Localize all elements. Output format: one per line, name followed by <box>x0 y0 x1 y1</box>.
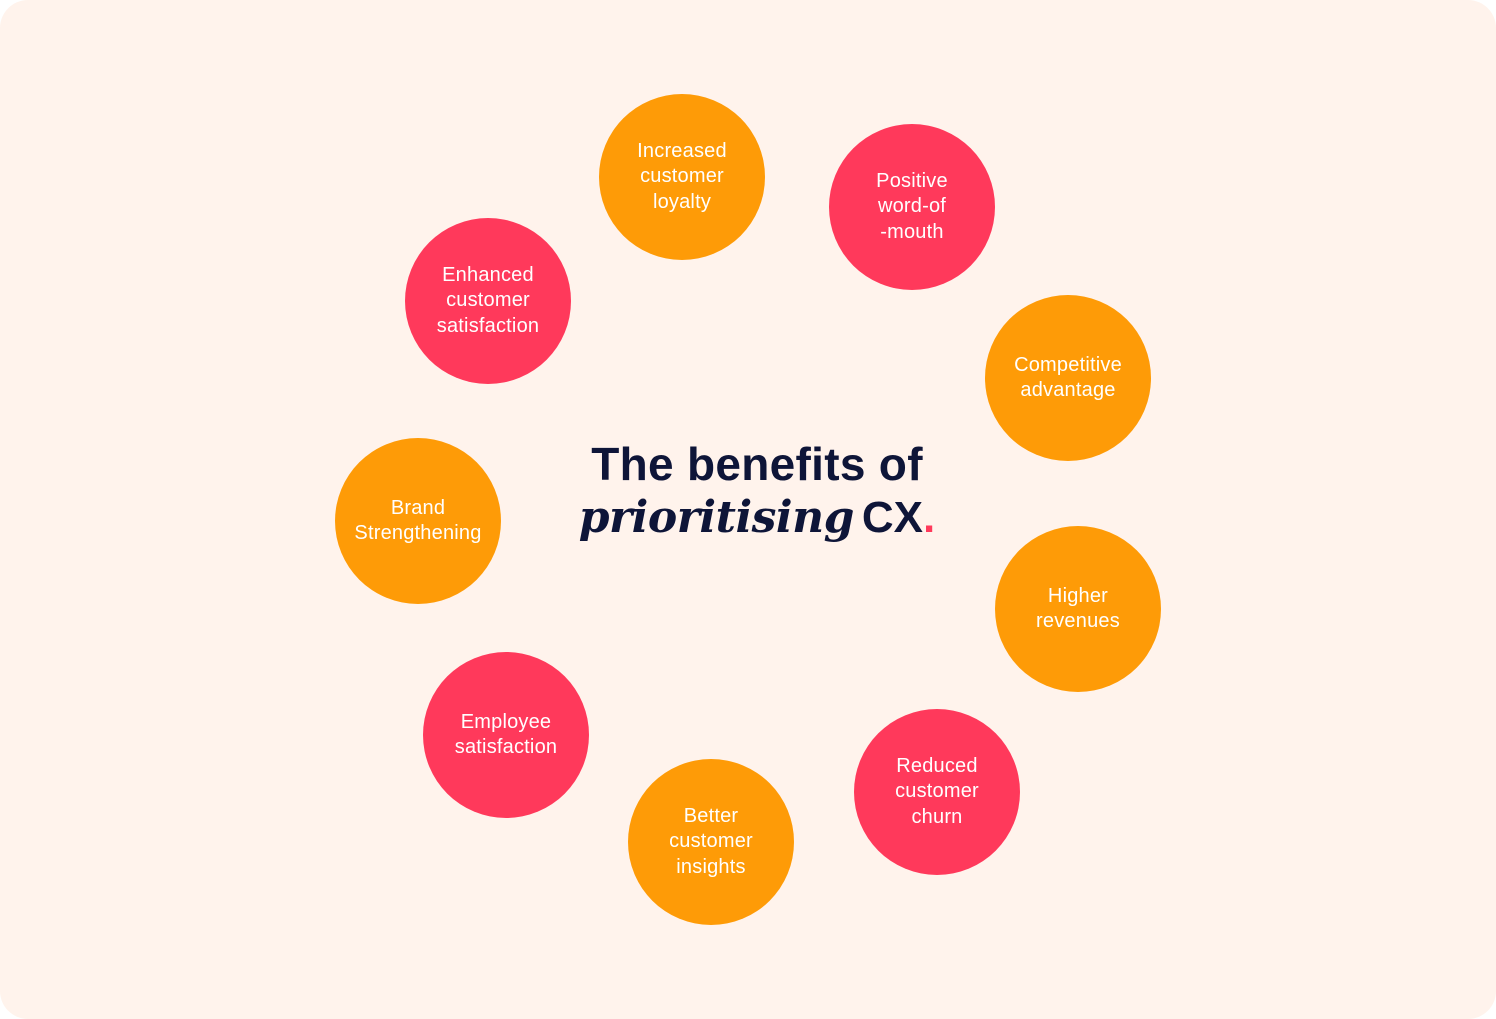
title-accent-dot: . <box>923 493 936 542</box>
benefit-label: Enhanced customer satisfaction <box>436 263 540 337</box>
benefit-bubble-brand-strengthening: Brand Strengthening <box>335 438 501 604</box>
benefit-label: Reduced customer churn <box>895 754 979 828</box>
title-line-1: The benefits of <box>591 438 923 490</box>
benefit-label: Better customer insights <box>669 804 753 878</box>
benefit-bubble-higher-revenues: Higher revenues <box>995 526 1161 692</box>
benefit-bubble-employee-satisfaction: Employee satisfaction <box>423 652 589 818</box>
benefit-bubble-customer-loyalty: Increased customer loyalty <box>599 94 765 260</box>
benefit-label: Brand Strengthening <box>354 496 482 545</box>
benefit-bubble-customer-insights: Better customer insights <box>628 759 794 925</box>
title-italic-word: prioritising <box>578 492 855 543</box>
benefit-label: Higher revenues <box>1036 584 1120 633</box>
benefit-bubble-customer-satisfaction: Enhanced customer satisfaction <box>405 218 571 384</box>
benefit-bubble-word-of-mouth: Positive word-of -mouth <box>829 124 995 290</box>
benefit-label: Increased customer loyalty <box>637 139 727 213</box>
benefit-bubble-reduced-churn: Reduced customer churn <box>854 709 1020 875</box>
benefit-label: Positive word-of -mouth <box>876 169 948 243</box>
benefit-label: Competitive advantage <box>1014 353 1122 402</box>
title-cx: CX <box>861 493 924 542</box>
benefit-bubble-competitive-advantage: Competitive advantage <box>985 295 1151 461</box>
benefit-label: Employee satisfaction <box>454 710 558 759</box>
